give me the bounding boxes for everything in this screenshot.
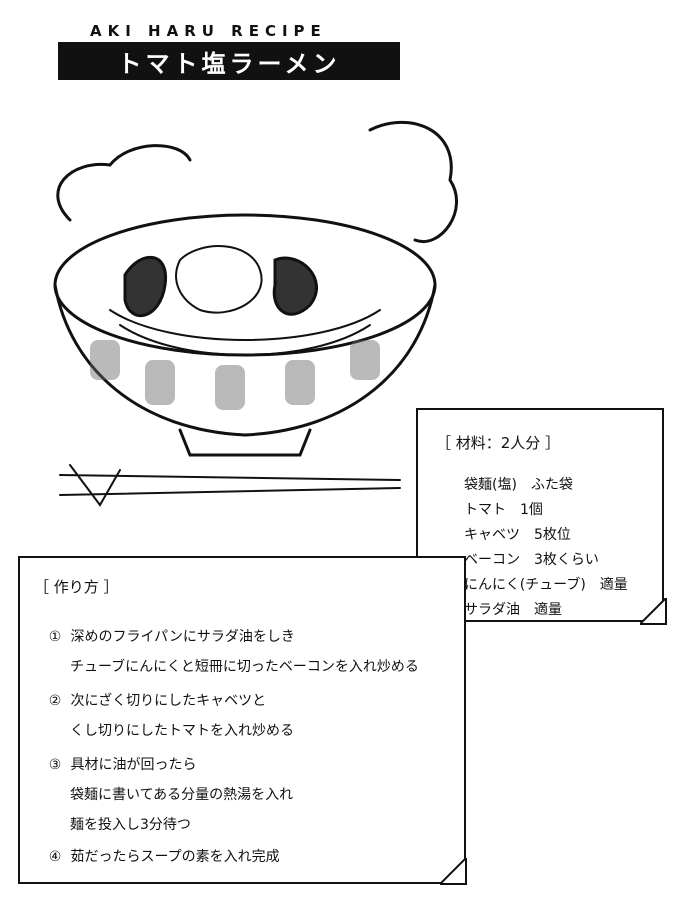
- steps-page-curl: [440, 858, 467, 885]
- step-line: 袋麺に書いてある分量の熱湯を入れ: [70, 787, 294, 803]
- ingredients-page-curl: [640, 598, 667, 625]
- bowl-foot: [178, 428, 312, 457]
- step-number: ④: [48, 849, 62, 865]
- step-line: ④ 茹だったらスープの素を入れ完成: [44, 846, 280, 866]
- noodles: [109, 309, 381, 356]
- step-number: ①: [48, 629, 62, 645]
- step-line: くし切りにしたトマトを入れ炒める: [70, 723, 294, 739]
- step-line: ① 深めのフライパンにサラダ油をしき: [44, 626, 295, 646]
- ingredient-item: 袋麺(塩) ふた袋: [464, 477, 573, 493]
- ingredient-item: にんにく(チューブ) 適量: [464, 577, 628, 593]
- ingredient-item: サラダ油 適量: [464, 602, 562, 618]
- brand-label: AKI HARU RECIPE: [90, 22, 327, 40]
- step-line: ② 次にざく切りにしたキャベツと: [44, 690, 266, 710]
- step-number: ③: [48, 757, 62, 773]
- tomato-left: [123, 256, 167, 318]
- steps-heading: ［ 作り方 ］: [34, 578, 119, 596]
- recipe-title: トマト塩ラーメン: [58, 42, 400, 80]
- ingredients-heading: ［ 材料：2人分 ］: [436, 434, 561, 452]
- tomato-right: [272, 256, 318, 316]
- step-line: 麺を投入し3分待つ: [70, 817, 191, 833]
- ingredients-card: ［ 材料：2人分 ］ 袋麺(塩) ふた袋 トマト 1個 キャベツ 5枚位 ベーコ…: [416, 408, 664, 622]
- steam-left: [56, 144, 192, 222]
- ingredient-item: キャベツ 5枚位: [464, 527, 571, 543]
- bowl-body: [53, 283, 437, 437]
- step-number: ②: [48, 693, 62, 709]
- ingredient-item: トマト 1個: [464, 502, 543, 518]
- ramen-bowl-illustration: [53, 120, 458, 507]
- bowl-rim: [53, 213, 437, 357]
- steam-right: [368, 120, 458, 244]
- steps-card: ［ 作り方 ］ ① 深めのフライパンにサラダ油をしき チューブにんにくと短冊に切…: [18, 556, 466, 884]
- ingredient-item: ベーコン 3枚くらい: [464, 552, 599, 568]
- cabbage: [175, 245, 263, 314]
- step-line: ③ 具材に油が回ったら: [44, 754, 197, 774]
- chopsticks: [59, 464, 401, 507]
- step-line: チューブにんにくと短冊に切ったベーコンを入れ炒める: [70, 659, 419, 675]
- bowl-pattern: [90, 340, 380, 410]
